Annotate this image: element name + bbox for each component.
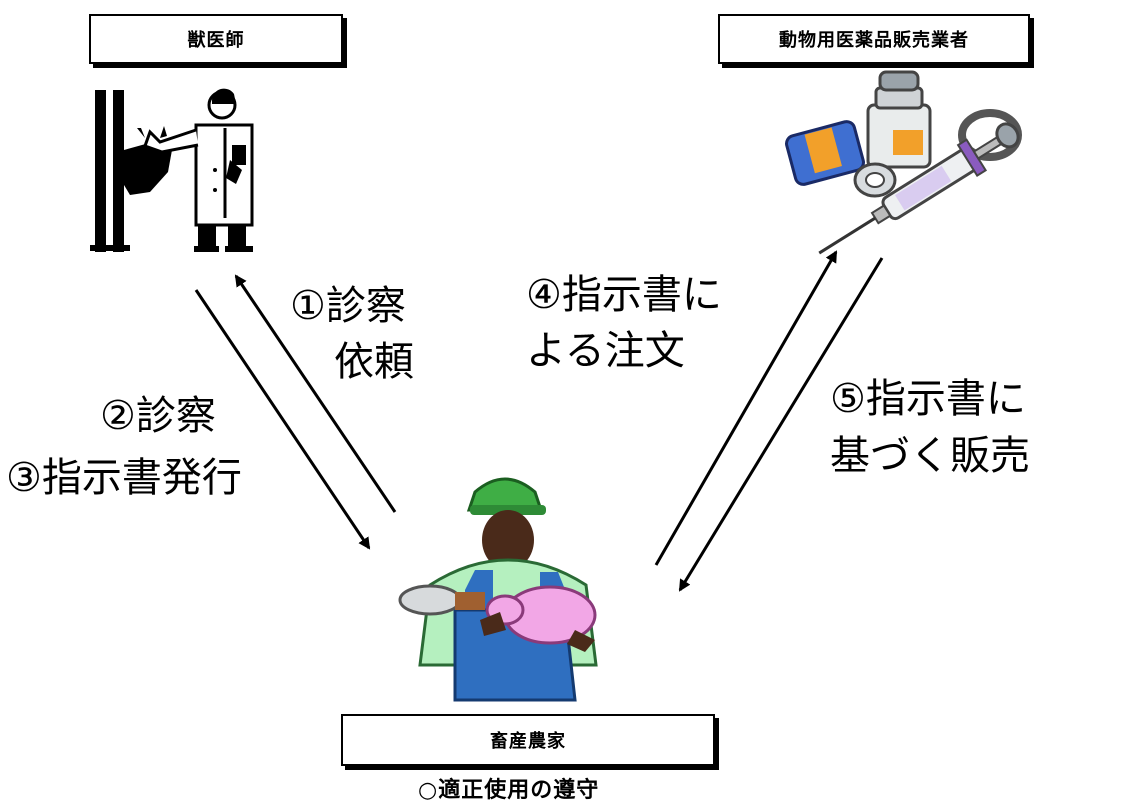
farmer-box: 畜産農家 <box>341 714 715 766</box>
drug-seller-label: 動物用医薬品販売業者 <box>779 30 969 51</box>
step1-label-line1: ①診察 <box>290 283 406 329</box>
farmer-feeding-pig-icon <box>398 477 598 702</box>
arrow-vet-to-farmer <box>194 289 371 550</box>
arrow-request-to-vet <box>234 274 397 513</box>
step2-label: ②診察 <box>100 393 216 439</box>
step3-label: ③指示書発行 <box>6 455 242 501</box>
veterinarian-with-cow-icon <box>90 88 254 252</box>
step1-label-line2: 依頼 <box>334 339 414 385</box>
farmer-note: ○適正使用の遵守 <box>418 778 600 803</box>
arrow-order-to-seller <box>654 250 838 566</box>
drug-seller-box: 動物用医薬品販売業者 <box>718 14 1030 64</box>
step4-label-line1: ④指示書に <box>526 272 722 318</box>
farmer-label: 畜産農家 <box>490 731 566 752</box>
veterinarian-box: 獣医師 <box>89 14 343 64</box>
medicine-bottles-syringe-icon <box>785 70 1022 255</box>
step4-label-line2: よる注文 <box>526 328 685 374</box>
step5-label-line2: 基づく販売 <box>830 433 1030 479</box>
step5-label-line1: ⑤指示書に <box>830 376 1026 422</box>
veterinarian-label: 獣医師 <box>187 30 245 51</box>
arrow-seller-to-farmer <box>678 257 884 592</box>
